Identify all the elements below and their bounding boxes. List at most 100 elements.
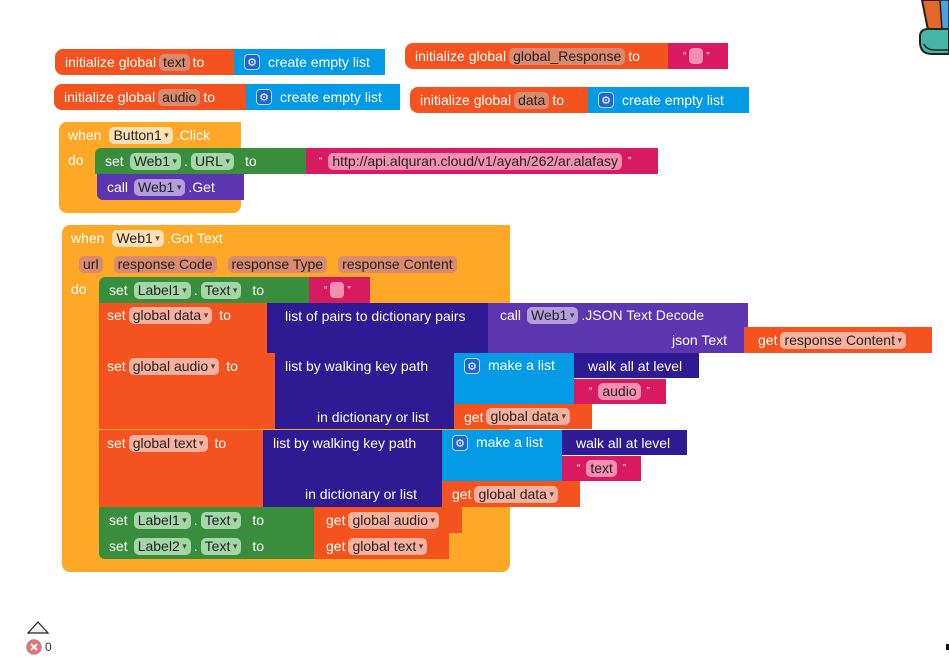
component-dropdown[interactable]: Web1 — [134, 178, 186, 196]
text-field[interactable] — [689, 48, 704, 64]
quote-open: “ — [324, 284, 328, 296]
set-label1-text-block[interactable]: set Label1 . Text to — [99, 507, 315, 533]
json-text-label: json Text — [672, 332, 727, 348]
init-global-data-block[interactable]: initialize global data to — [410, 87, 590, 113]
create-empty-list-block[interactable]: ⚙ create empty list — [246, 84, 400, 110]
var-dropdown[interactable]: global data — [486, 408, 571, 425]
make-a-list-block[interactable]: ⚙ make a list — [442, 430, 562, 481]
call-web-get-block[interactable]: call Web1 .Get — [97, 174, 244, 200]
var-dropdown[interactable]: global audio — [348, 511, 440, 529]
var-name-field[interactable]: data — [514, 91, 550, 109]
set-label1-text-block[interactable]: set Label1 . Text to — [99, 277, 309, 303]
to-label: to — [203, 89, 216, 105]
in-dict-label: in dictionary or list — [317, 409, 430, 425]
create-empty-list-label: create empty list — [280, 89, 382, 105]
var-dropdown[interactable]: global text — [348, 537, 428, 555]
get-label: get — [452, 486, 472, 502]
to-label: to — [226, 358, 238, 374]
gear-icon[interactable]: ⚙ — [452, 435, 468, 451]
component-dropdown[interactable]: Web1 — [112, 229, 164, 247]
component-dropdown[interactable]: Label1 — [133, 281, 191, 299]
property-dropdown[interactable]: Text — [200, 511, 242, 529]
event-params: url response Code response Type response… — [76, 254, 460, 274]
scrollbar-handle[interactable] — [946, 644, 949, 650]
quote-open: “ — [319, 155, 323, 167]
trash-can-icon[interactable] — [912, 0, 949, 58]
key-text-field[interactable]: audio — [598, 383, 641, 400]
init-global-response-block[interactable]: initialize global global_Response to — [405, 43, 670, 69]
param-response-type[interactable]: response Type — [227, 255, 328, 273]
var-name-field[interactable]: global_Response — [509, 47, 626, 65]
property-dropdown[interactable]: Text — [200, 537, 242, 555]
component-dropdown[interactable]: Web1 — [527, 306, 579, 324]
empty-text-block[interactable]: “ ” — [309, 277, 370, 303]
get-label: get — [758, 332, 778, 348]
get-label: get — [464, 408, 484, 425]
method-name: .Get — [188, 179, 215, 195]
gear-icon[interactable]: ⚙ — [244, 54, 260, 70]
component-dropdown[interactable]: Label2 — [133, 537, 191, 555]
component-dropdown[interactable]: Button1 — [109, 126, 173, 144]
to-label: to — [192, 54, 205, 70]
walk-key-path-block[interactable] — [275, 353, 455, 429]
var-dropdown[interactable]: global data — [474, 485, 559, 503]
get-global-data-block[interactable]: get global data — [442, 481, 580, 507]
set-label: set — [109, 538, 128, 554]
var-dropdown[interactable]: global audio — [128, 357, 220, 375]
set-global-text-header: set global text to — [107, 433, 226, 453]
quote-close: ” — [347, 284, 351, 296]
get-label: get — [326, 538, 346, 554]
quote-close: ” — [622, 463, 627, 474]
var-dropdown[interactable]: response Content — [780, 331, 907, 349]
component-dropdown[interactable]: Label1 — [133, 511, 191, 529]
get-global-text-block[interactable]: get global text — [314, 533, 449, 559]
walk-all-at-level-block[interactable]: walk all at level — [574, 353, 699, 378]
create-empty-list-label: create empty list — [622, 92, 724, 108]
var-dropdown[interactable]: global text — [128, 434, 208, 452]
to-label: to — [628, 48, 640, 64]
property-dropdown[interactable]: Text — [200, 281, 242, 299]
var-name-field[interactable]: audio — [158, 88, 201, 106]
key-text-block[interactable]: “ audio ” — [574, 379, 666, 404]
var-name-field[interactable]: text — [159, 53, 190, 71]
key-text-block[interactable]: “ text ” — [562, 456, 641, 481]
get-global-data-block[interactable]: get global data — [454, 404, 592, 429]
init-label: initialize global — [415, 48, 507, 64]
get-global-audio-block[interactable]: get global audio — [314, 507, 462, 533]
url-text-block[interactable]: “ http://api.alquran.cloud/v1/ayah/262/a… — [306, 148, 658, 174]
walk-all-at-level-block[interactable]: walk all at level — [562, 430, 687, 455]
init-label: initialize global — [65, 54, 157, 70]
var-dropdown[interactable]: global data — [128, 306, 213, 324]
init-global-text-block[interactable]: initialize global text to — [55, 49, 235, 75]
set-web-url-block[interactable]: set Web1 . URL to — [95, 148, 308, 174]
set-label: set — [105, 153, 124, 169]
init-global-audio-block[interactable]: initialize global audio to — [54, 84, 248, 110]
dot: . — [193, 282, 198, 298]
property-dropdown[interactable]: URL — [190, 152, 234, 170]
walk-key-path-block[interactable] — [263, 430, 443, 507]
param-response-content[interactable]: response Content — [338, 255, 457, 273]
error-count: 0 — [45, 640, 52, 654]
init-label: initialize global — [64, 89, 156, 105]
get-response-content-block[interactable]: get response Content — [744, 327, 932, 353]
key-text-field[interactable]: text — [586, 460, 617, 477]
text-field[interactable] — [330, 282, 345, 298]
gear-icon[interactable]: ⚙ — [598, 92, 614, 108]
do-label: do — [68, 152, 84, 168]
error-indicator[interactable]: 0 — [26, 639, 52, 655]
set-label2-text-block[interactable]: set Label2 . Text to — [99, 533, 315, 559]
component-dropdown[interactable]: Web1 — [129, 152, 182, 170]
make-a-list-block[interactable]: ⚙ make a list — [454, 353, 574, 404]
url-text-field[interactable]: http://api.alquran.cloud/v1/ayah/262/ar.… — [328, 152, 622, 170]
set-label: set — [109, 512, 128, 528]
param-url[interactable]: url — [79, 255, 103, 273]
param-response-code[interactable]: response Code — [113, 255, 217, 273]
gear-icon[interactable]: ⚙ — [464, 358, 480, 374]
warning-toggle-icon[interactable] — [27, 621, 49, 634]
list-of-pairs-to-dictionary-block[interactable] — [267, 303, 492, 353]
gear-icon[interactable]: ⚙ — [256, 89, 272, 105]
create-empty-list-block[interactable]: ⚙ create empty list — [234, 49, 385, 75]
event-header: when Web1 .Got Text — [71, 228, 223, 248]
empty-text-block[interactable]: “ ” — [668, 43, 728, 69]
create-empty-list-block[interactable]: ⚙ create empty list — [588, 87, 749, 113]
